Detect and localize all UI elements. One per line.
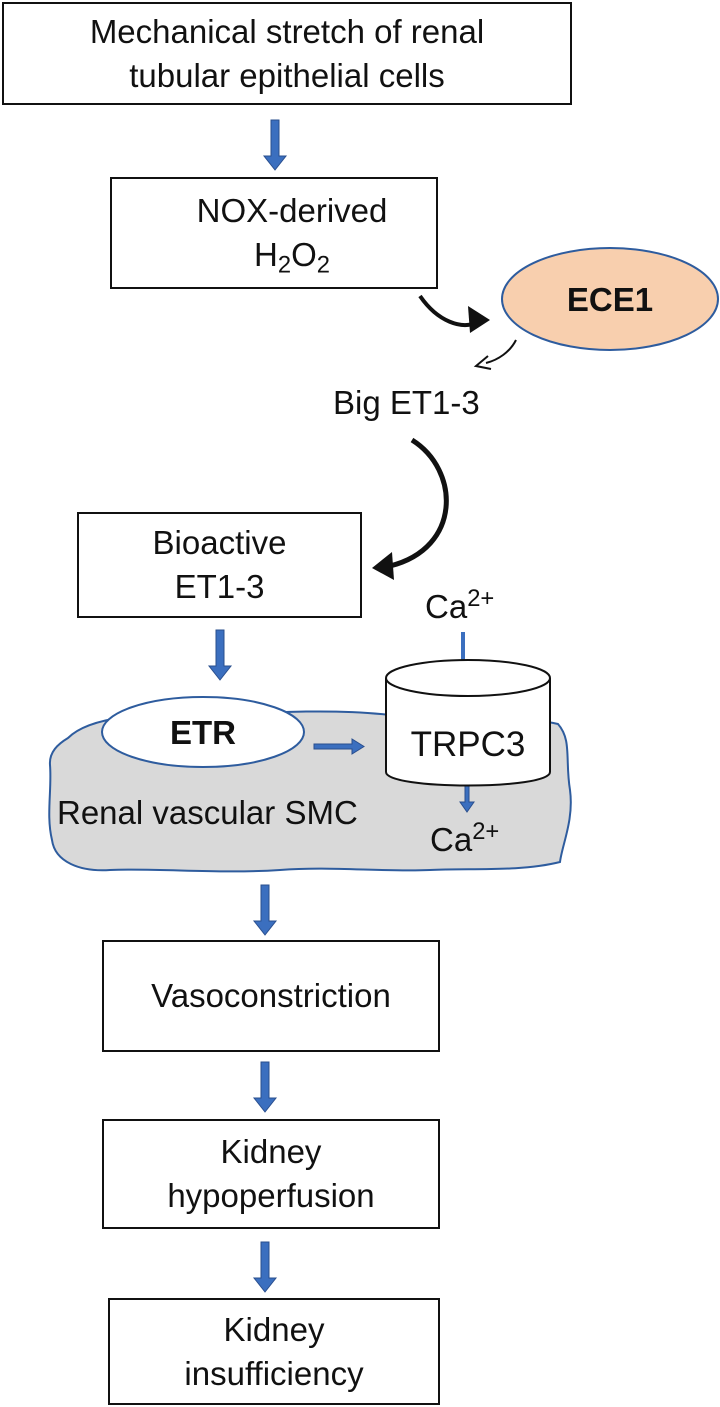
bioactive-line1: Bioactive [152, 524, 287, 562]
arrow-ece1-to-bigET [485, 339, 517, 364]
arrow-ece1-to-bigET-head [473, 355, 492, 370]
ece1-ellipse [501, 247, 719, 351]
arrow-etr-to-trpc3 [313, 738, 365, 755]
bioactive-line2: ET1-3 [174, 568, 265, 605]
arrow-bioactive-to-etr [207, 629, 233, 681]
trpc3-label: TRPC3 [410, 725, 526, 764]
etr-label: ETR [170, 714, 236, 751]
box-kidney-insufficiency: Kidney insufficiency [108, 1298, 440, 1405]
insufficiency-line2: insufficiency [184, 1354, 364, 1392]
box-bioactive-et: Bioactive ET1-3 [77, 512, 362, 618]
nox-line1: NOX-derived [196, 192, 388, 230]
arrow-hypo-to-insufficiency [252, 1241, 278, 1293]
stretch-line1: Mechanical stretch of renal [89, 12, 485, 50]
arrow-vaso-to-hypoperfusion [252, 1061, 278, 1113]
big-et-label: Big ET1-3 [333, 384, 480, 421]
hypoperfusion-line2: hypoperfusion [167, 1177, 375, 1214]
box-nox-h2o2: NOX-derived H2O2 [110, 177, 438, 289]
arrow-smc-to-vasoconstriction [252, 884, 278, 936]
box-mechanical-stretch: Mechanical stretch of renal tubular epit… [2, 2, 572, 105]
arrow-bigET-to-bioactive-head [372, 552, 394, 580]
ca-bottom-label: Ca2+ [430, 818, 500, 858]
box-vasoconstriction: Vasoconstriction [102, 940, 440, 1052]
arrow-nox-to-ece1-head [468, 306, 490, 333]
hypoperfusion-line1: Kidney [220, 1133, 322, 1171]
ca-top-label: Ca2+ [425, 585, 495, 625]
smc-label: Renal vascular SMC [57, 794, 358, 831]
insufficiency-line1: Kidney [223, 1310, 325, 1348]
h2o2-label: H2O2 [254, 236, 330, 279]
etr-ellipse [101, 696, 305, 768]
stretch-line2: tubular epithelial cells [129, 56, 445, 94]
vasoconstriction-text: Vasoconstriction [151, 977, 391, 1015]
ece1-label: ECE1 [566, 281, 654, 318]
box-kidney-hypoperfusion: Kidney hypoperfusion [102, 1119, 440, 1229]
arrow-bigET-to-bioactive [389, 437, 449, 569]
arrow-stretch-to-nox [262, 119, 288, 171]
trpc3-cylinder [385, 659, 551, 787]
